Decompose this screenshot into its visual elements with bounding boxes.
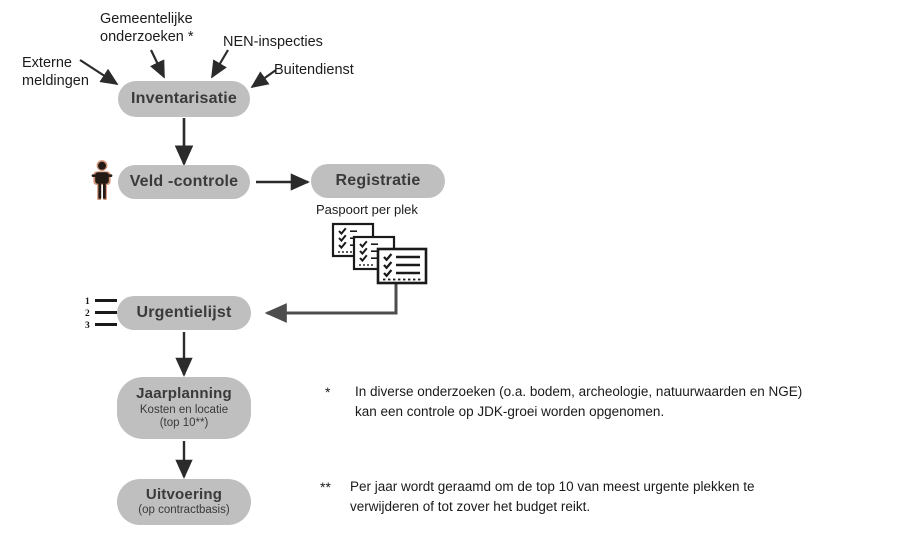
svg-text:1: 1 [85,297,90,307]
process-node-uitvoering[interactable]: Uitvoering (op contractbasis) [117,479,251,525]
footnote-double-asterisk: ** Per jaar wordt geraamd om de top 10 v… [320,477,754,516]
footnote-line: verwijderen of tot zover het budget reik… [350,498,591,514]
checklist-documents-icon [331,222,428,285]
caption-paspoort-per-plek: Paspoort per plek [316,202,418,217]
footnote-single-asterisk: * In diverse onderzoeken (o.a. bodem, ar… [325,382,802,421]
footnote-line: kan een controle op JDK-groei worden opg… [355,403,665,419]
numbered-list-icon: 1 2 3 [85,297,117,331]
process-node-inventarisatie[interactable]: Inventarisatie [118,81,250,117]
footnote-line: In diverse onderzoeken (o.a. bodem, arch… [355,384,803,399]
process-node-registratie[interactable]: Registratie [311,164,445,198]
node-title: Jaarplanning [136,385,232,403]
process-node-jaarplanning[interactable]: Jaarplanning Kosten en locatie (top 10**… [117,377,251,439]
node-subtitle-line-2: (top 10**) [159,416,209,429]
footnote-marker: ** [320,479,331,495]
process-node-urgentielijst[interactable]: Urgentielijst [117,296,251,330]
node-title: Inventarisatie [131,90,237,108]
footnote-line: Per jaar wordt geraamd om de top 10 van … [350,479,755,494]
node-subtitle-line-1: Kosten en locatie [139,403,229,416]
arrow-registratie-to-urgentielijst [264,284,398,323]
node-title: Uitvoering [145,485,223,503]
footnote-marker: * [325,384,331,400]
arrow-nen-inspecties-to-inventarisatie [211,49,229,79]
footnote-body: In diverse onderzoeken (o.a. bodem, arch… [355,382,802,421]
process-node-veld-controle[interactable]: Veld -controle [118,165,250,199]
svg-text:3: 3 [85,321,90,331]
person-icon [91,160,113,200]
node-title: Urgentielijst [136,304,232,322]
arrow-gemeentelijke-onderzoeken-to-inventarisatie [149,49,165,79]
footnote-body: Per jaar wordt geraamd om de top 10 van … [350,477,754,516]
node-title: Registratie [335,172,421,190]
input-label-buitendienst: Buitendienst [274,62,354,78]
node-subtitle-line-1: (op contractbasis) [138,504,230,517]
node-title: Veld -controle [129,173,239,191]
arrow-buitendienst-to-inventarisatie [250,69,277,89]
input-label-externe-meldingen: Externe meldingen [22,55,89,90]
svg-text:2: 2 [85,309,90,319]
input-label-gemeentelijke-onderzoeken: Gemeentelijke onderzoeken * [100,11,194,46]
arrow-externe-meldingen-to-inventarisatie [79,59,119,85]
input-label-nen-inspecties: NEN-inspecties [223,34,323,50]
